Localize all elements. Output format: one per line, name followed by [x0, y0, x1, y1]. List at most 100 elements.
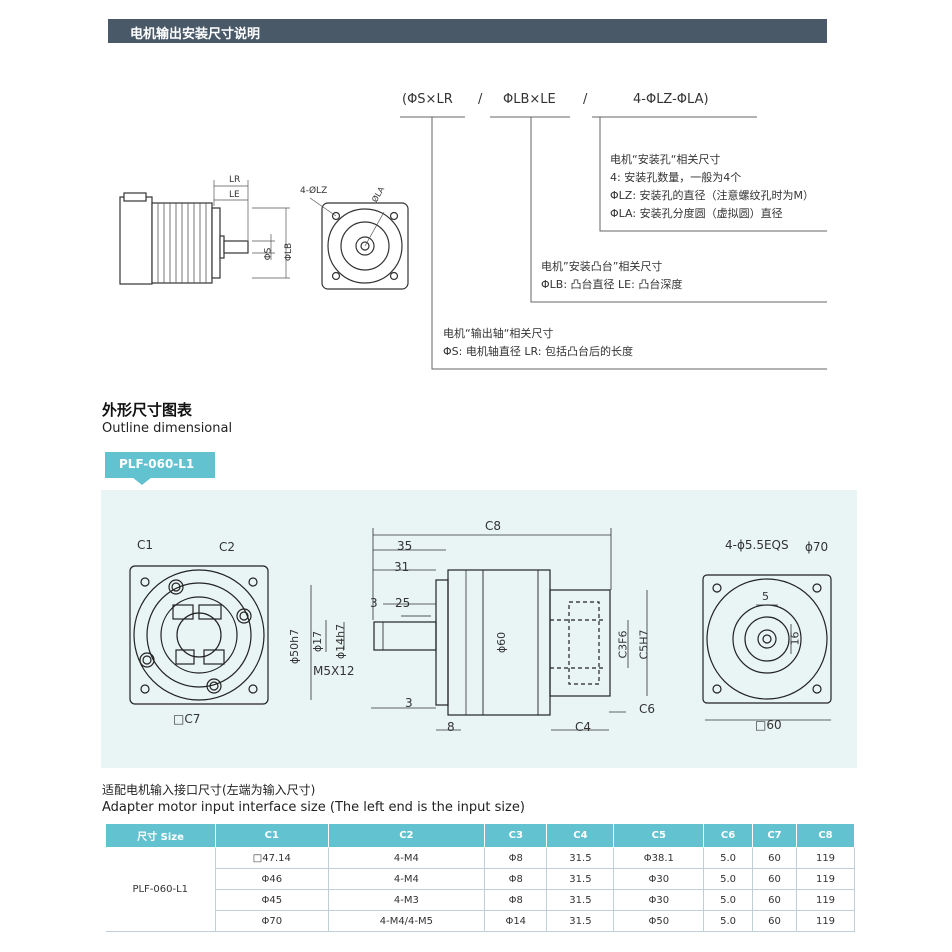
model-tag-tail — [132, 477, 152, 485]
dim-label-31: 31 — [394, 560, 410, 574]
note-title: 电机“安装孔“相关尺寸 — [610, 153, 721, 166]
model-cell: PLF-060-L1 — [105, 847, 216, 932]
section-header: 电机输出安装尺寸说明 — [108, 19, 827, 43]
reducer-drawing — [129, 528, 832, 731]
table-cell: 31.5 — [546, 910, 615, 932]
table-cell: 5.0 — [703, 847, 753, 869]
outline-title: 外形尺寸图表 — [102, 401, 193, 419]
dim-label-25: 25 — [395, 596, 411, 610]
dim-label-3a: 3 — [370, 596, 378, 610]
table-row: Φ70 4-M4/4-M5 Φ14 31.5 Φ50 5.0 60 119 — [106, 910, 855, 932]
table-cell: 119 — [796, 910, 855, 932]
dim-label-c7: □C7 — [173, 712, 201, 726]
note-line: ΦLZ: 安装孔的直径（注意螺纹孔时为M） — [610, 189, 815, 202]
table-cell: 60 — [751, 868, 798, 890]
formula-holes: 4-ΦLZ-ΦLA) — [633, 92, 709, 107]
table-cell: 4-M4 — [327, 868, 486, 890]
note-shaft: 电机“输出轴“相关尺寸 ΦS: 电机轴直径 LR: 包括凸台后的长度 — [443, 325, 633, 361]
spec-table: 尺寸 Size C1 C2 C3 C4 C5 C6 C7 C8 PLF-060-… — [105, 823, 855, 932]
table-cell: 119 — [796, 847, 855, 869]
bracket-lines — [400, 116, 827, 370]
table-cell: 4-M4 — [327, 847, 486, 869]
dim-label-3b: 3 — [405, 696, 413, 710]
dim-label-c4: C4 — [575, 720, 592, 734]
motor-drawing — [119, 180, 409, 290]
adapter-title: 适配电机输入接口尺寸(左端为输入尺寸) — [102, 783, 316, 797]
dim-label-c6: C6 — [639, 702, 656, 716]
formula-separator: / — [478, 92, 483, 107]
dim-label-5: 5 — [762, 590, 769, 603]
table-cell: 60 — [751, 847, 798, 869]
table-cell: 5.0 — [703, 910, 753, 932]
dim-label-sq60: □60 — [755, 718, 782, 732]
motor-label-le: LE — [229, 190, 240, 200]
table-cell: 119 — [796, 889, 855, 911]
dim-label-c2: C2 — [219, 540, 236, 554]
note-boss: 电机”安装凸台”相关尺寸 ΦLB: 凸台直径 LE: 凸台深度 — [541, 258, 682, 294]
formula-shaft: (ΦS×LR — [402, 92, 453, 107]
table-row: PLF-060-L1 □47.14 4-M4 Φ8 31.5 Φ38.1 5.0… — [105, 847, 855, 932]
dim-label-d50: ϕ50h7 — [288, 628, 302, 665]
table-cell: Φ8 — [484, 889, 548, 911]
adapter-subtitle: Adapter motor input interface size (The … — [102, 800, 525, 815]
note-line: ΦS: 电机轴直径 LR: 包括凸台后的长度 — [443, 345, 633, 358]
table-cell: 119 — [796, 868, 855, 890]
col-header: C3 — [484, 823, 548, 848]
col-header: 尺寸 Size — [105, 823, 216, 848]
note-line: 4: 安装孔数量，一般为4个 — [610, 171, 742, 184]
dim-label-c1: C1 — [137, 538, 154, 552]
model-tag-label: PLF-060-L1 — [119, 457, 195, 471]
table-cell: 31.5 — [546, 847, 615, 869]
note-title: 电机”安装凸台”相关尺寸 — [541, 260, 663, 273]
table-cell: 60 — [751, 910, 798, 932]
table-cell: 4-M3 — [327, 889, 486, 911]
motor-label-lb: ΦLB — [284, 242, 295, 262]
note-title: 电机“输出轴“相关尺寸 — [443, 327, 554, 340]
dim-label-d14: ϕ14h7 — [334, 623, 348, 660]
col-header: C4 — [546, 823, 615, 848]
table-cell: Φ30 — [613, 889, 705, 911]
dim-label-35: 35 — [397, 539, 413, 553]
table-cell: Φ8 — [484, 868, 548, 890]
table-cell: 31.5 — [546, 889, 615, 911]
table-cell: 4-M4/4-M5 — [327, 910, 486, 932]
table-cell: 60 — [751, 889, 798, 911]
table-cell: Φ46 — [215, 868, 329, 890]
table-cell: 31.5 — [546, 868, 615, 890]
dim-label-d70: ϕ70 — [805, 540, 829, 554]
dim-label-d17: ϕ17 — [311, 630, 325, 653]
formula-boss: ΦLB×LE — [503, 92, 556, 107]
note-mount-hole: 电机“安装孔“相关尺寸 4: 安装孔数量，一般为4个 ΦLZ: 安装孔的直径（注… — [610, 151, 814, 223]
table-row: Φ46 4-M4 Φ8 31.5 Φ30 5.0 60 119 — [106, 868, 855, 890]
table-cell: Φ30 — [613, 868, 705, 890]
table-cell: Φ45 — [215, 889, 329, 911]
note-line: ΦLA: 安装孔分度圆（虚拟圆）直径 — [610, 207, 783, 220]
table-cell: Φ38.1 — [613, 847, 705, 869]
table-cell: 5.0 — [703, 868, 753, 890]
col-header: C6 — [703, 823, 753, 848]
dim-label-d60: ϕ60 — [495, 631, 509, 654]
col-header: C8 — [796, 823, 855, 848]
table-cell: Φ14 — [484, 910, 548, 932]
dim-label-c5h7: C5H7 — [637, 629, 651, 660]
dim-label-m5: M5X12 — [313, 664, 355, 678]
motor-label-s: ΦS — [263, 247, 274, 261]
note-line: ΦLB: 凸台直径 LE: 凸台深度 — [541, 278, 683, 291]
col-header: C2 — [327, 823, 486, 848]
model-tag: PLF-060-L1 — [105, 452, 215, 478]
drawing-panel: C1 C2 □C7 C8 35 31 3 25 ϕ50h7 ϕ17 ϕ14h7 … — [101, 490, 857, 768]
formula-separator: / — [583, 92, 588, 107]
col-header: C1 — [215, 823, 329, 848]
table-cell: □47.14 — [215, 847, 329, 869]
table-cell: Φ50 — [613, 910, 705, 932]
table-row: Φ45 4-M3 Φ8 31.5 Φ30 5.0 60 119 — [106, 889, 855, 911]
section-title: 电机输出安装尺寸说明 — [130, 27, 261, 42]
motor-label-lz: 4-ØLZ — [300, 186, 328, 196]
motor-label-lr: LR — [229, 175, 241, 185]
col-header: C7 — [751, 823, 798, 848]
table-cell: 5.0 — [703, 889, 753, 911]
col-header: C5 — [613, 823, 705, 848]
dim-label-16: 16 — [788, 631, 802, 646]
dim-label-8: 8 — [447, 720, 455, 734]
table-cell: Φ70 — [215, 910, 329, 932]
